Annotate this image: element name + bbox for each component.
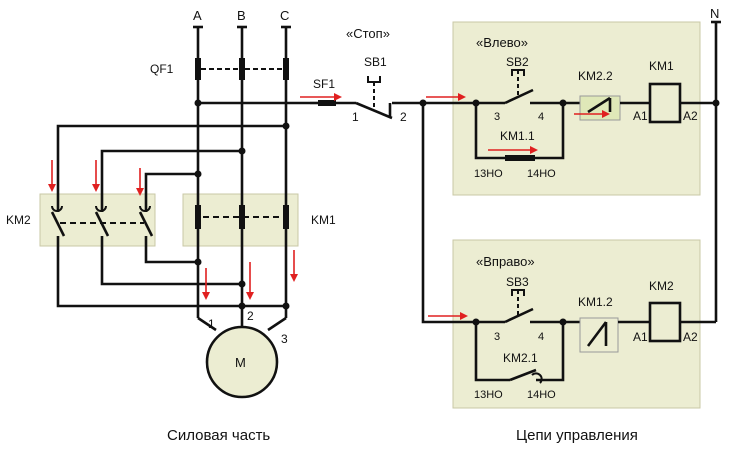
- breaker-qf1: [195, 58, 289, 80]
- left-rung-wiring: [474, 69, 716, 161]
- control-section-caption: Цепи управления: [516, 427, 638, 444]
- km2-power-contacts: [50, 204, 154, 237]
- right-button-pin-out: 4: [538, 331, 544, 343]
- right-button-pin-in: 3: [494, 331, 500, 343]
- left-button-pin-out: 4: [538, 111, 544, 123]
- right-button-label: SB3: [506, 275, 529, 289]
- left-coil-label: KM1: [649, 59, 674, 73]
- left-rung-title: «Влево»: [476, 35, 528, 50]
- left-hold-pin-out: 14НО: [527, 168, 556, 180]
- left-button-label: SB2: [506, 55, 529, 69]
- left-coil-a1: A1: [633, 109, 648, 123]
- stop-caption: «Стоп»: [346, 26, 390, 41]
- left-hold-pin-in: 13НО: [474, 168, 503, 180]
- right-coil-label: KM2: [649, 279, 674, 293]
- flow-arrows: [48, 93, 610, 320]
- motor-terminal-2: 2: [247, 309, 254, 323]
- right-coil-a2: A2: [683, 330, 698, 344]
- km1-power-contacts: [195, 205, 289, 229]
- phase-a-label: A: [193, 8, 202, 23]
- right-hold-pin-out: 14НО: [527, 389, 556, 401]
- stop-button-label: SB1: [364, 55, 387, 69]
- power-section-caption: Силовая часть: [167, 427, 270, 444]
- stop-pin-out: 2: [400, 110, 407, 124]
- right-rung-wiring: [474, 289, 716, 384]
- right-rung-title: «Вправо»: [476, 254, 535, 269]
- neutral-label: N: [710, 6, 719, 21]
- power-wiring: [56, 101, 310, 332]
- left-coil-a2: A2: [683, 109, 698, 123]
- motor-label: M: [235, 355, 246, 370]
- right-interlock-label: KM1.2: [578, 295, 613, 309]
- stop-pin-in: 1: [352, 110, 359, 124]
- right-hold-pin-in: 13НО: [474, 389, 503, 401]
- left-button-pin-in: 3: [494, 111, 500, 123]
- km2-power-label: KM2: [6, 213, 31, 227]
- motor-terminal-3: 3: [281, 332, 288, 346]
- km1-power-label: KM1: [311, 213, 336, 227]
- left-hold-contact-label: KM1.1: [500, 129, 535, 143]
- breaker-label: QF1: [150, 62, 174, 76]
- right-coil-a1: A1: [633, 330, 648, 344]
- control-fuse-label: SF1: [313, 77, 335, 91]
- left-interlock-label: KM2.2: [578, 69, 613, 83]
- motor-symbol: [205, 325, 279, 399]
- phase-c-label: C: [280, 8, 289, 23]
- junction-dots: [194, 99, 720, 326]
- right-hold-contact-label: KM2.1: [503, 351, 538, 365]
- motor-terminal-1: 1: [208, 317, 215, 331]
- control-main-line: [310, 20, 721, 324]
- phase-b-label: B: [237, 8, 246, 23]
